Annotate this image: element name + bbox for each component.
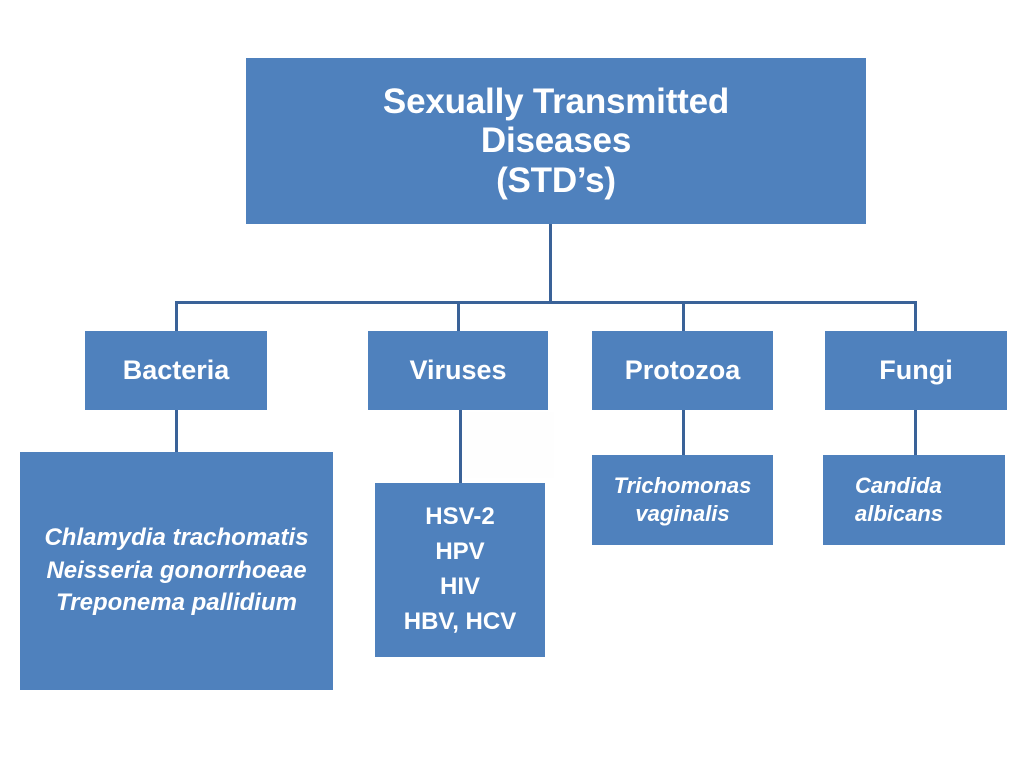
category-node-bacteria[interactable]: Bacteria	[85, 331, 267, 410]
example-fungi-1: Candida	[855, 472, 942, 498]
connector-drop-bacteria	[175, 301, 178, 332]
category-node-viruses[interactable]: Viruses	[368, 331, 548, 410]
example-bacteria-2: Neisseria gonorrhoeae	[46, 556, 307, 584]
root-node-std[interactable]: Sexually Transmitted Diseases (STD’s)	[246, 58, 866, 224]
category-node-fungi[interactable]: Fungi	[825, 331, 1007, 410]
root-label-line-3: (STD’s)	[496, 160, 616, 200]
connector-drop-protozoa	[682, 301, 685, 332]
connector-fungi-to-examples	[914, 410, 917, 456]
connector-viruses-to-examples	[459, 410, 462, 484]
root-node-label: Sexually Transmitted Diseases (STD’s)	[383, 82, 729, 200]
example-bacteria-1: Chlamydia trachomatis	[44, 524, 309, 552]
examples-node-viruses[interactable]: HSV-2 HPV HIV HBV, HCV	[375, 483, 545, 657]
example-virus-3: HIV	[439, 573, 480, 600]
examples-node-protozoa[interactable]: Trichomonas vaginalis	[592, 455, 773, 545]
category-label-fungi: Fungi	[879, 355, 953, 386]
connector-horizontal-bus	[175, 301, 917, 304]
category-label-viruses: Viruses	[409, 355, 507, 386]
category-label-bacteria: Bacteria	[122, 355, 230, 386]
example-bacteria-3: Treponema pallidium	[56, 589, 297, 617]
category-label-protozoa: Protozoa	[624, 355, 741, 386]
root-label-line-1: Sexually Transmitted	[382, 82, 730, 122]
connector-drop-fungi	[914, 301, 917, 332]
example-fungi-2: albicans	[855, 501, 944, 526]
examples-node-bacteria[interactable]: Chlamydia trachomatis Neisseria gonorrho…	[20, 452, 333, 690]
example-protozoa-2: vaginalis	[635, 501, 730, 526]
root-label-line-2: Diseases	[480, 121, 632, 161]
category-node-protozoa[interactable]: Protozoa	[592, 331, 773, 410]
connector-drop-viruses	[457, 301, 460, 332]
examples-list-protozoa: Trichomonas vaginalis	[614, 472, 752, 528]
examples-list-fungi: Candida albicans	[855, 472, 943, 528]
example-protozoa-1: Trichomonas	[613, 472, 752, 498]
example-virus-2: HPV	[435, 538, 485, 566]
connector-bacteria-to-examples	[175, 410, 178, 453]
examples-list-viruses: HSV-2 HPV HIV HBV, HCV	[404, 500, 516, 639]
background-artifact	[462, 412, 554, 478]
example-virus-4: HBV, HCV	[403, 607, 517, 635]
examples-node-fungi[interactable]: Candida albicans	[823, 455, 1005, 545]
examples-list-bacteria: Chlamydia trachomatis Neisseria gonorrho…	[20, 522, 333, 619]
example-virus-1: HSV-2	[425, 503, 495, 531]
connector-protozoa-to-examples	[682, 410, 685, 456]
connector-root-stem	[549, 224, 552, 304]
